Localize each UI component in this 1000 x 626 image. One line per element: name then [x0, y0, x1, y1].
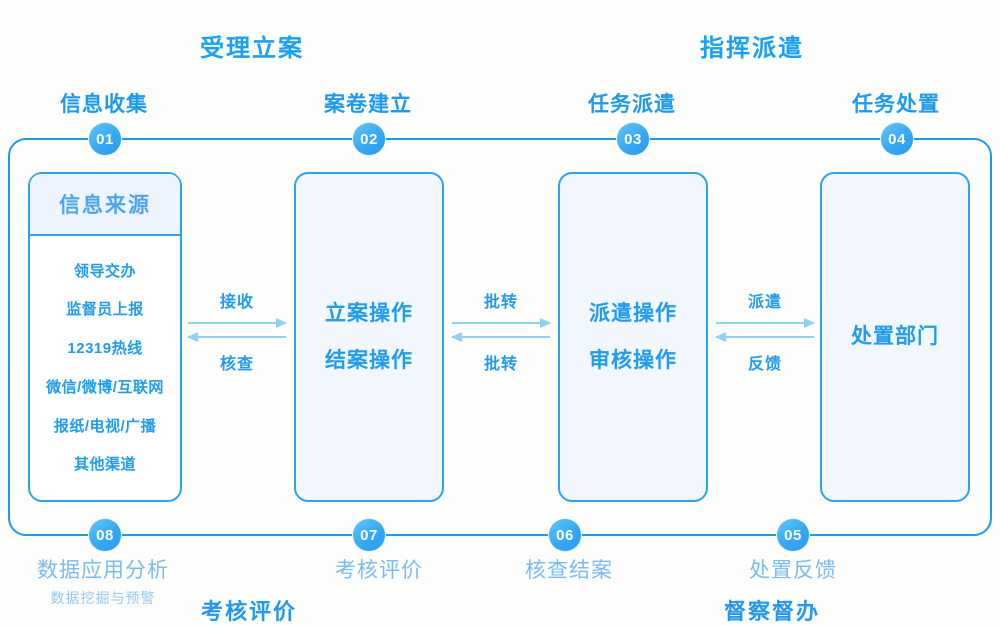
step-badge-08[interactable]: 08	[89, 519, 121, 551]
step-title-04: 任务处置	[852, 93, 940, 116]
connector-line-backward	[452, 336, 550, 338]
arrow-left-icon	[451, 332, 462, 342]
node-case-filing[interactable]: 立案操作 结案操作	[294, 172, 444, 502]
section-title-assessment: 考核评价	[200, 599, 298, 624]
connector-label-dispatch: 派遣	[747, 294, 783, 311]
step-title-02: 案卷建立	[324, 93, 412, 116]
step-title-06: 核查结案	[525, 559, 613, 582]
node-information-source-header: 信息来源	[30, 174, 180, 236]
step-badge-07[interactable]: 07	[353, 519, 385, 551]
node-case-filing-line-2: 结案操作	[325, 349, 413, 372]
step-badge-03[interactable]: 03	[617, 123, 649, 155]
step-subtitle-08: 数据挖掘与预警	[50, 590, 156, 606]
step-title-03: 任务派遣	[588, 93, 676, 116]
node-handling-department[interactable]: 处置部门	[820, 172, 970, 502]
node-dispatch-line-1: 派遣操作	[589, 301, 677, 325]
node-dispatch-line-2: 审核操作	[589, 349, 677, 372]
connector-label-transfer-top: 批转	[483, 294, 519, 311]
arrow-right-icon	[804, 318, 815, 328]
step-title-01: 信息收集	[60, 93, 148, 116]
information-source-list: 领导交办 监督员上报 12319热线 微信/微博/互联网 报纸/电视/广播 其他…	[30, 236, 180, 500]
node-information-source-title: 信息来源	[59, 194, 151, 217]
step-badge-01[interactable]: 01	[89, 123, 121, 155]
node-information-source[interactable]: 信息来源 领导交办 监督员上报 12319热线 微信/微博/互联网 报纸/电视/…	[28, 172, 182, 502]
list-item[interactable]: 领导交办	[73, 262, 136, 280]
connector-label-transfer-bottom: 批转	[483, 356, 519, 373]
arrow-right-icon	[540, 318, 551, 328]
list-item[interactable]: 其他渠道	[73, 456, 136, 474]
node-handling-department-line-1: 处置部门	[851, 325, 939, 349]
connector-label-receive: 接收	[219, 294, 255, 311]
section-title-intake: 受理立案	[200, 35, 304, 62]
arrow-right-icon	[276, 318, 287, 328]
connector-label-feedback: 反馈	[747, 356, 783, 373]
step-title-05: 处置反馈	[749, 559, 837, 582]
section-title-dispatch: 指挥派遣	[700, 35, 804, 62]
step-badge-04[interactable]: 04	[881, 123, 913, 155]
step-title-08: 数据应用分析	[37, 559, 169, 582]
connector-receive-verify: 接收 核查	[187, 294, 287, 373]
arrow-left-icon	[187, 332, 198, 342]
list-item[interactable]: 12319热线	[67, 340, 143, 358]
list-item[interactable]: 报纸/电视/广播	[53, 417, 157, 435]
step-badge-06[interactable]: 06	[549, 519, 581, 551]
list-item[interactable]: 微信/微博/互联网	[46, 378, 164, 396]
connector-line-backward	[188, 336, 286, 338]
connector-transfer: 批转 批转	[451, 294, 551, 373]
connector-dispatch-feedback: 派遣 反馈	[715, 294, 815, 373]
section-title-supervision: 督察督办	[723, 599, 821, 624]
connector-line-forward	[452, 322, 550, 324]
connector-line-backward	[716, 336, 814, 338]
connector-line-forward	[188, 322, 286, 324]
connector-line-forward	[716, 322, 814, 324]
step-title-07: 考核评价	[335, 559, 423, 582]
node-dispatch-operation[interactable]: 派遣操作 审核操作	[558, 172, 708, 502]
arrow-left-icon	[715, 332, 726, 342]
process-frame	[8, 138, 992, 536]
connector-label-verify: 核查	[219, 356, 255, 373]
step-badge-05[interactable]: 05	[777, 519, 809, 551]
step-badge-02[interactable]: 02	[353, 123, 385, 155]
list-item[interactable]: 监督员上报	[66, 301, 144, 319]
node-case-filing-line-1: 立案操作	[325, 301, 413, 325]
